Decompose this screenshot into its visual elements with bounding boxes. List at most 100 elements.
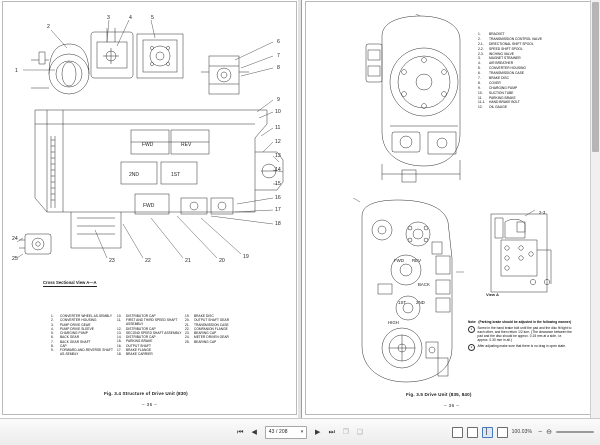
part-number: 2-1. (478, 41, 484, 46)
svg-text:15: 15 (275, 181, 281, 187)
part-name: OUTPUT SHAFT (126, 343, 151, 348)
svg-text:1ST: 1ST (171, 172, 180, 178)
part-number: 17. (117, 348, 122, 353)
list-item: 9. CHARGING PUMP (478, 86, 578, 90)
svg-text:23: 23 (109, 258, 115, 264)
svg-text:25: 25 (12, 256, 18, 262)
parts-list-column-3: 19.BRAKE DISC 20.OUTPUT SHAFT GEAR 21.TR… (185, 314, 255, 357)
view-a-label: View A (486, 292, 499, 297)
svg-text:REV: REV (412, 258, 421, 263)
vertical-scrollbar[interactable] (590, 0, 600, 418)
chevron-down-icon[interactable]: ▾ (300, 429, 304, 435)
part-number: 7. (51, 339, 54, 344)
part-name: DISTRIBUTOR CAP (126, 314, 156, 318)
page-number-input[interactable]: 43 / 208 ▾ (264, 425, 308, 439)
single-page-icon[interactable] (451, 426, 463, 438)
part-name: CAP (60, 344, 67, 349)
svg-text:17: 17 (275, 207, 281, 213)
part-number: 25. (185, 339, 190, 344)
svg-text:7: 7 (277, 53, 280, 59)
part-number: 3. (478, 56, 481, 61)
svg-text:6: 6 (277, 39, 280, 45)
svg-text:FWD: FWD (394, 258, 404, 263)
part-number: 18. (117, 352, 122, 357)
note-heading: Note: (Parking brake should be adjusted … (468, 320, 572, 324)
list-item: 5.CONVERTER HOUSING (478, 66, 578, 70)
list-item: 7.BACK GEAR SHAFT (51, 340, 117, 344)
list-item: 20.OUTPUT SHAFT GEAR (185, 318, 255, 322)
list-item: 18.BRAKE CARRIER (117, 352, 185, 356)
fit-page-icon[interactable]: ❐ (342, 428, 349, 436)
list-item: 10.DISTRIBUTOR CAP (117, 314, 185, 318)
page-scroll-area[interactable]: FWD REV 2ND 1ST FWD (0, 0, 600, 418)
list-item: 2-3.INCHING VALVE (478, 52, 578, 56)
gutter-shadow (298, 0, 301, 418)
drive-unit-front-drawing (362, 14, 472, 184)
scrollbar-thumb[interactable] (592, 2, 599, 152)
svg-text:2: 2 (47, 24, 50, 30)
list-item: 21.TRANSMISSION CASE (185, 323, 255, 327)
part-name: TRANSMISSION CONTROL VALVE (489, 36, 543, 41)
part-number: 9. (478, 85, 481, 90)
note-text-2: After adjusting make sure that there is … (477, 344, 567, 349)
zoom-slider[interactable] (556, 431, 594, 433)
part-name: BRACKET (489, 32, 505, 36)
svg-text:8: 8 (277, 65, 280, 71)
part-name: CHARGING PUMP (489, 85, 518, 90)
part-name: DISTRIBUTOR CAP (126, 326, 156, 331)
svg-text:22: 22 (145, 258, 151, 264)
part-name: CONVERTER WHEEL AS-SEMBLY (60, 314, 113, 318)
part-name: BEARING CAP (194, 339, 217, 344)
list-item: 25. BEARING CAP (185, 340, 255, 344)
part-number: 24. (185, 335, 190, 340)
last-page-button[interactable]: ⏭ (326, 427, 337, 438)
part-name: AIR BREATHER (489, 61, 514, 66)
list-item: 2-2.SPEED SHIFT SPOOL (478, 47, 578, 51)
list-item: 2. TRANSMISSION CONTROL VALVE (478, 37, 578, 41)
zoom-out-button[interactable]: − (538, 428, 543, 436)
part-number: 2. (478, 36, 481, 41)
zoom-in-button[interactable]: ⊖ (546, 429, 552, 436)
document-page-left[interactable]: FWD REV 2ND 1ST FWD (2, 1, 297, 415)
part-number: 6. (51, 335, 54, 340)
page-number-left: – 35 – (142, 402, 158, 407)
part-number: 2-2. (478, 46, 484, 51)
list-item: 4. PUMP DRIVE SLEEVE (51, 327, 117, 331)
svg-text:3: 3 (107, 15, 110, 21)
part-name: PUMP DRIVE SLEEVE (60, 326, 94, 331)
first-page-button[interactable]: ⏮ (235, 427, 246, 438)
next-page-button[interactable]: ▶ (312, 427, 323, 438)
part-number: 1. (478, 32, 481, 36)
list-item: 6.BACK GEAR (51, 335, 117, 339)
gutter-line (301, 0, 302, 418)
previous-page-button[interactable]: ◀ (249, 427, 260, 438)
part-name: MAGNET STRAINER (489, 56, 521, 61)
list-item: 7.BRAKE DISC (478, 76, 578, 80)
part-number: 8. (478, 80, 481, 85)
list-item: 9.FORWARD-AND-REVERSE SHAFT AS-SEMBLY (51, 348, 117, 356)
part-name: HAND BRAKE BOLT (489, 100, 520, 105)
list-item: 12.DISTRIBUTOR CAP (117, 327, 185, 331)
svg-text:1ST: 1ST (398, 300, 406, 305)
svg-text:2ND: 2ND (416, 300, 425, 305)
svg-text:9: 9 (277, 97, 280, 103)
part-name: BEARING CAP (194, 331, 217, 336)
part-name: PARKING BRAKE (489, 95, 516, 100)
two-page-icon[interactable] (481, 426, 493, 438)
part-number: 4. (51, 326, 54, 331)
part-number: 13. (117, 330, 122, 335)
continuous-scroll-icon[interactable] (496, 426, 508, 438)
document-page-right[interactable]: 1 4 3 FWD RE (305, 1, 598, 415)
list-item: 3. MAGNET STRAINER (478, 56, 578, 60)
fit-width-icon[interactable]: ❑ (356, 428, 363, 436)
note-item: 2 After adjusting make sure that there i… (468, 344, 572, 352)
svg-text:1: 1 (15, 68, 18, 74)
part-number: 14. (117, 335, 122, 340)
part-number: 7. (478, 76, 481, 81)
part-number: 12. (478, 105, 483, 110)
list-item: 6.TRANSMISSION CASE (478, 71, 578, 75)
part-number: 23. (185, 331, 190, 336)
svg-text:14: 14 (275, 167, 281, 173)
bookmark-icon[interactable] (466, 426, 478, 438)
